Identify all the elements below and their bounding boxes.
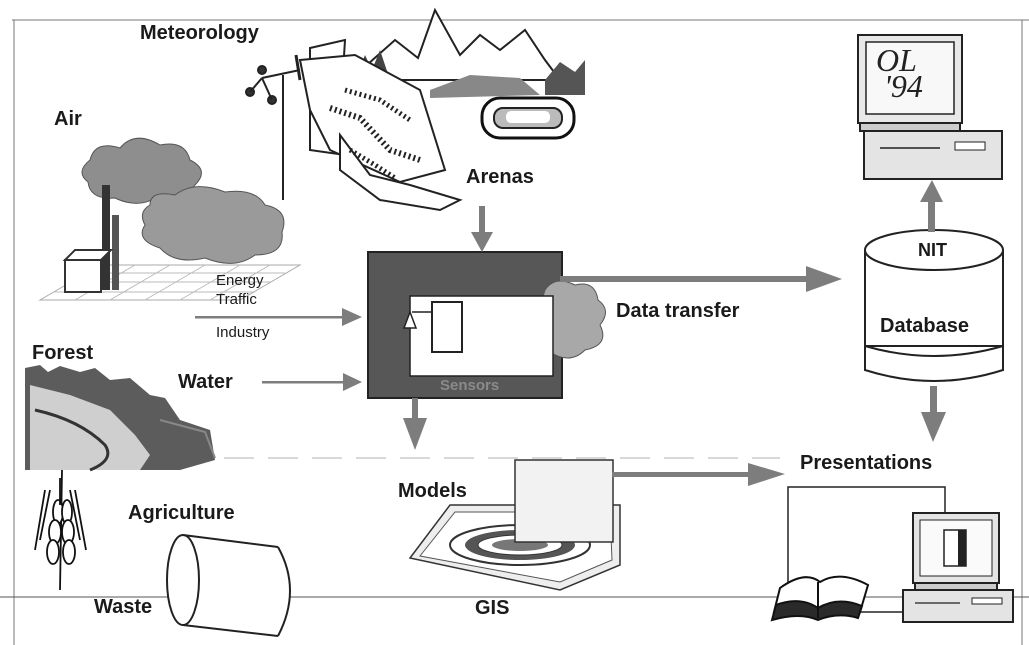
book-icon xyxy=(770,575,870,622)
sensors-box xyxy=(367,251,606,399)
arrow-water-to-sensors xyxy=(262,373,362,391)
measuring-instrument-icon xyxy=(480,96,576,140)
desktop-computer-icon xyxy=(902,512,1014,623)
arrow-database-to-computer xyxy=(920,180,943,232)
air-pollution-icon xyxy=(38,137,302,301)
label-models: Models xyxy=(398,480,467,502)
label-forest: Forest xyxy=(32,342,94,364)
label-waste: Waste xyxy=(94,596,153,618)
label-sensors: Sensors xyxy=(440,377,500,394)
label-presentations: Presentations xyxy=(800,452,933,474)
arrow-database-to-presentations xyxy=(921,386,946,442)
label-energy: Energy xyxy=(216,272,264,289)
label-database: Database xyxy=(880,315,969,337)
database-cylinder-icon xyxy=(864,229,1004,382)
screen-text-ol: OL xyxy=(876,42,917,78)
label-air: Air xyxy=(54,108,82,130)
screen-text-year: '94 xyxy=(884,68,923,104)
label-gis: GIS xyxy=(475,597,510,619)
waste-barrel-icon xyxy=(166,534,291,637)
flow-arrows xyxy=(195,180,946,486)
gis-map-icon xyxy=(408,459,621,591)
weather-station-icon xyxy=(245,54,302,200)
label-meteorology: Meteorology xyxy=(140,22,259,44)
weather-map-sheets-icon xyxy=(298,38,463,212)
label-traffic: Traffic xyxy=(216,291,257,308)
label-agriculture: Agriculture xyxy=(128,502,235,524)
arrow-arenas-to-sensors xyxy=(471,206,493,252)
label-data-transfer: Data transfer xyxy=(616,300,740,322)
forest-terrain-icon xyxy=(25,365,216,472)
label-arenas: Arenas xyxy=(466,166,534,188)
arrow-models-to-presentations xyxy=(612,463,785,486)
label-industry: Industry xyxy=(216,324,270,341)
label-water: Water xyxy=(178,371,233,393)
arrow-emissions-to-sensors xyxy=(195,308,362,326)
arrow-data-transfer xyxy=(560,266,842,292)
arrow-sensors-to-models xyxy=(403,398,427,450)
label-nit: NIT xyxy=(918,240,947,260)
wheat-icon xyxy=(34,469,87,591)
computer-icon xyxy=(857,34,1003,180)
